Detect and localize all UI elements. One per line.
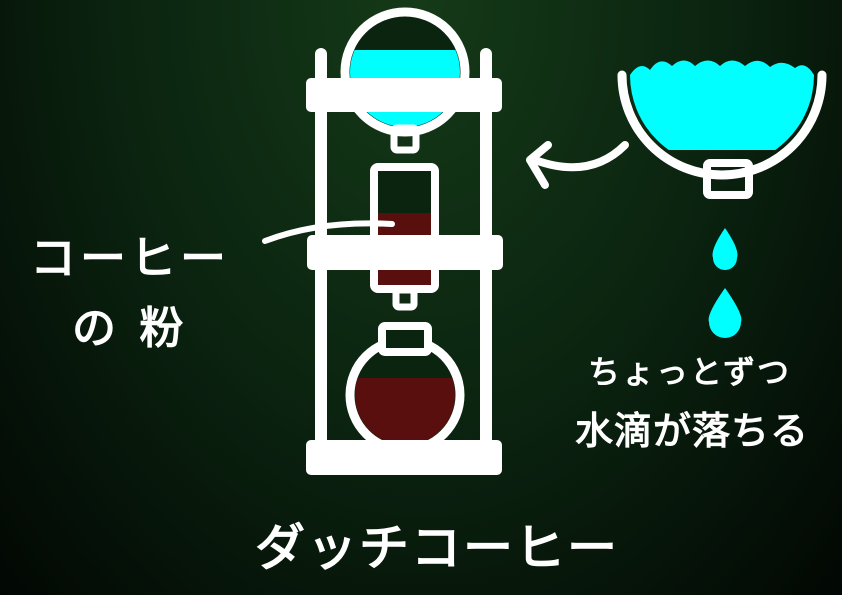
water-drop-icon — [708, 288, 742, 338]
pointer-line — [262, 220, 395, 244]
top-shelf — [306, 78, 502, 112]
bottom-base — [306, 440, 502, 475]
coffee-powder-label-1: コーヒー — [30, 231, 230, 285]
coffee-flask — [345, 322, 465, 455]
arrow-icon — [526, 141, 629, 189]
coffee-powder-label-2: の 粉 — [72, 303, 188, 354]
drip-label-2: 水滴が落ちる — [575, 409, 810, 453]
water-drop-icon — [712, 228, 738, 270]
water-bowl — [617, 60, 827, 199]
title-label: ダッチコーヒー — [255, 519, 619, 577]
drip-label-1: ちょっとずつ — [588, 353, 792, 391]
middle-shelf — [307, 235, 503, 270]
